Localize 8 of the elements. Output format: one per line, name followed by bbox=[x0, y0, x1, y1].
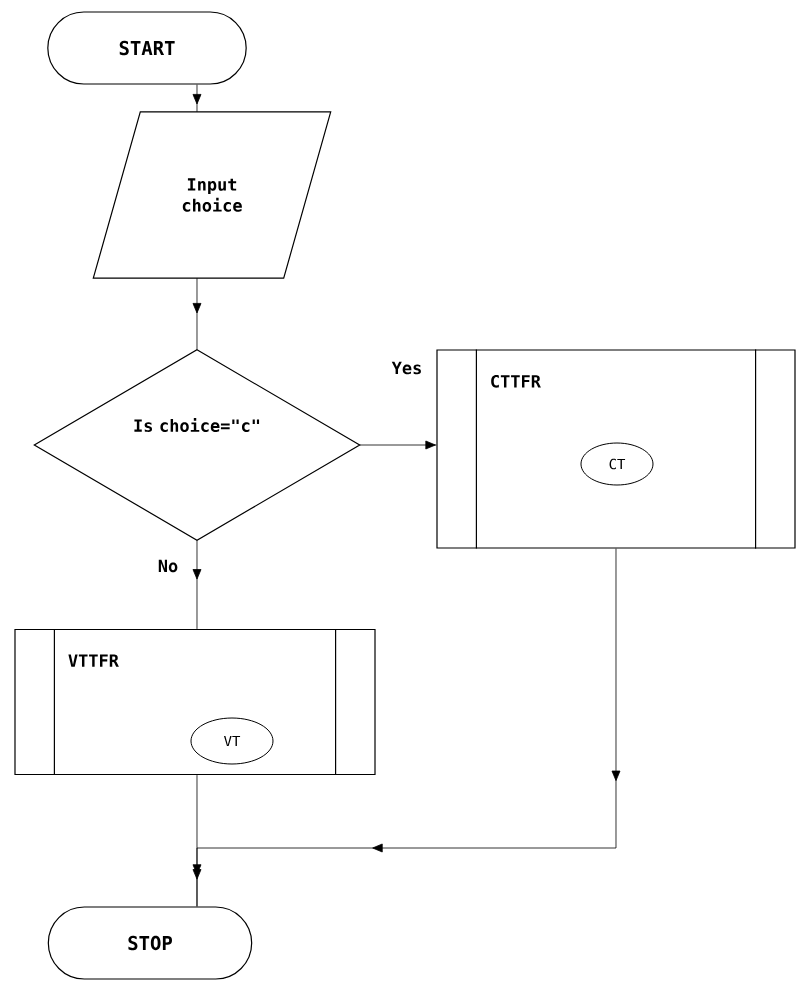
arrow bbox=[192, 539, 202, 630]
input-parallelogram: Input choice bbox=[92, 111, 332, 279]
edge-label: Yes bbox=[390, 360, 424, 376]
edge-label: No bbox=[156, 558, 180, 574]
arrow bbox=[192, 548, 621, 907]
arrow bbox=[192, 84, 202, 113]
arrow bbox=[192, 277, 202, 351]
arrow bbox=[359, 440, 437, 450]
